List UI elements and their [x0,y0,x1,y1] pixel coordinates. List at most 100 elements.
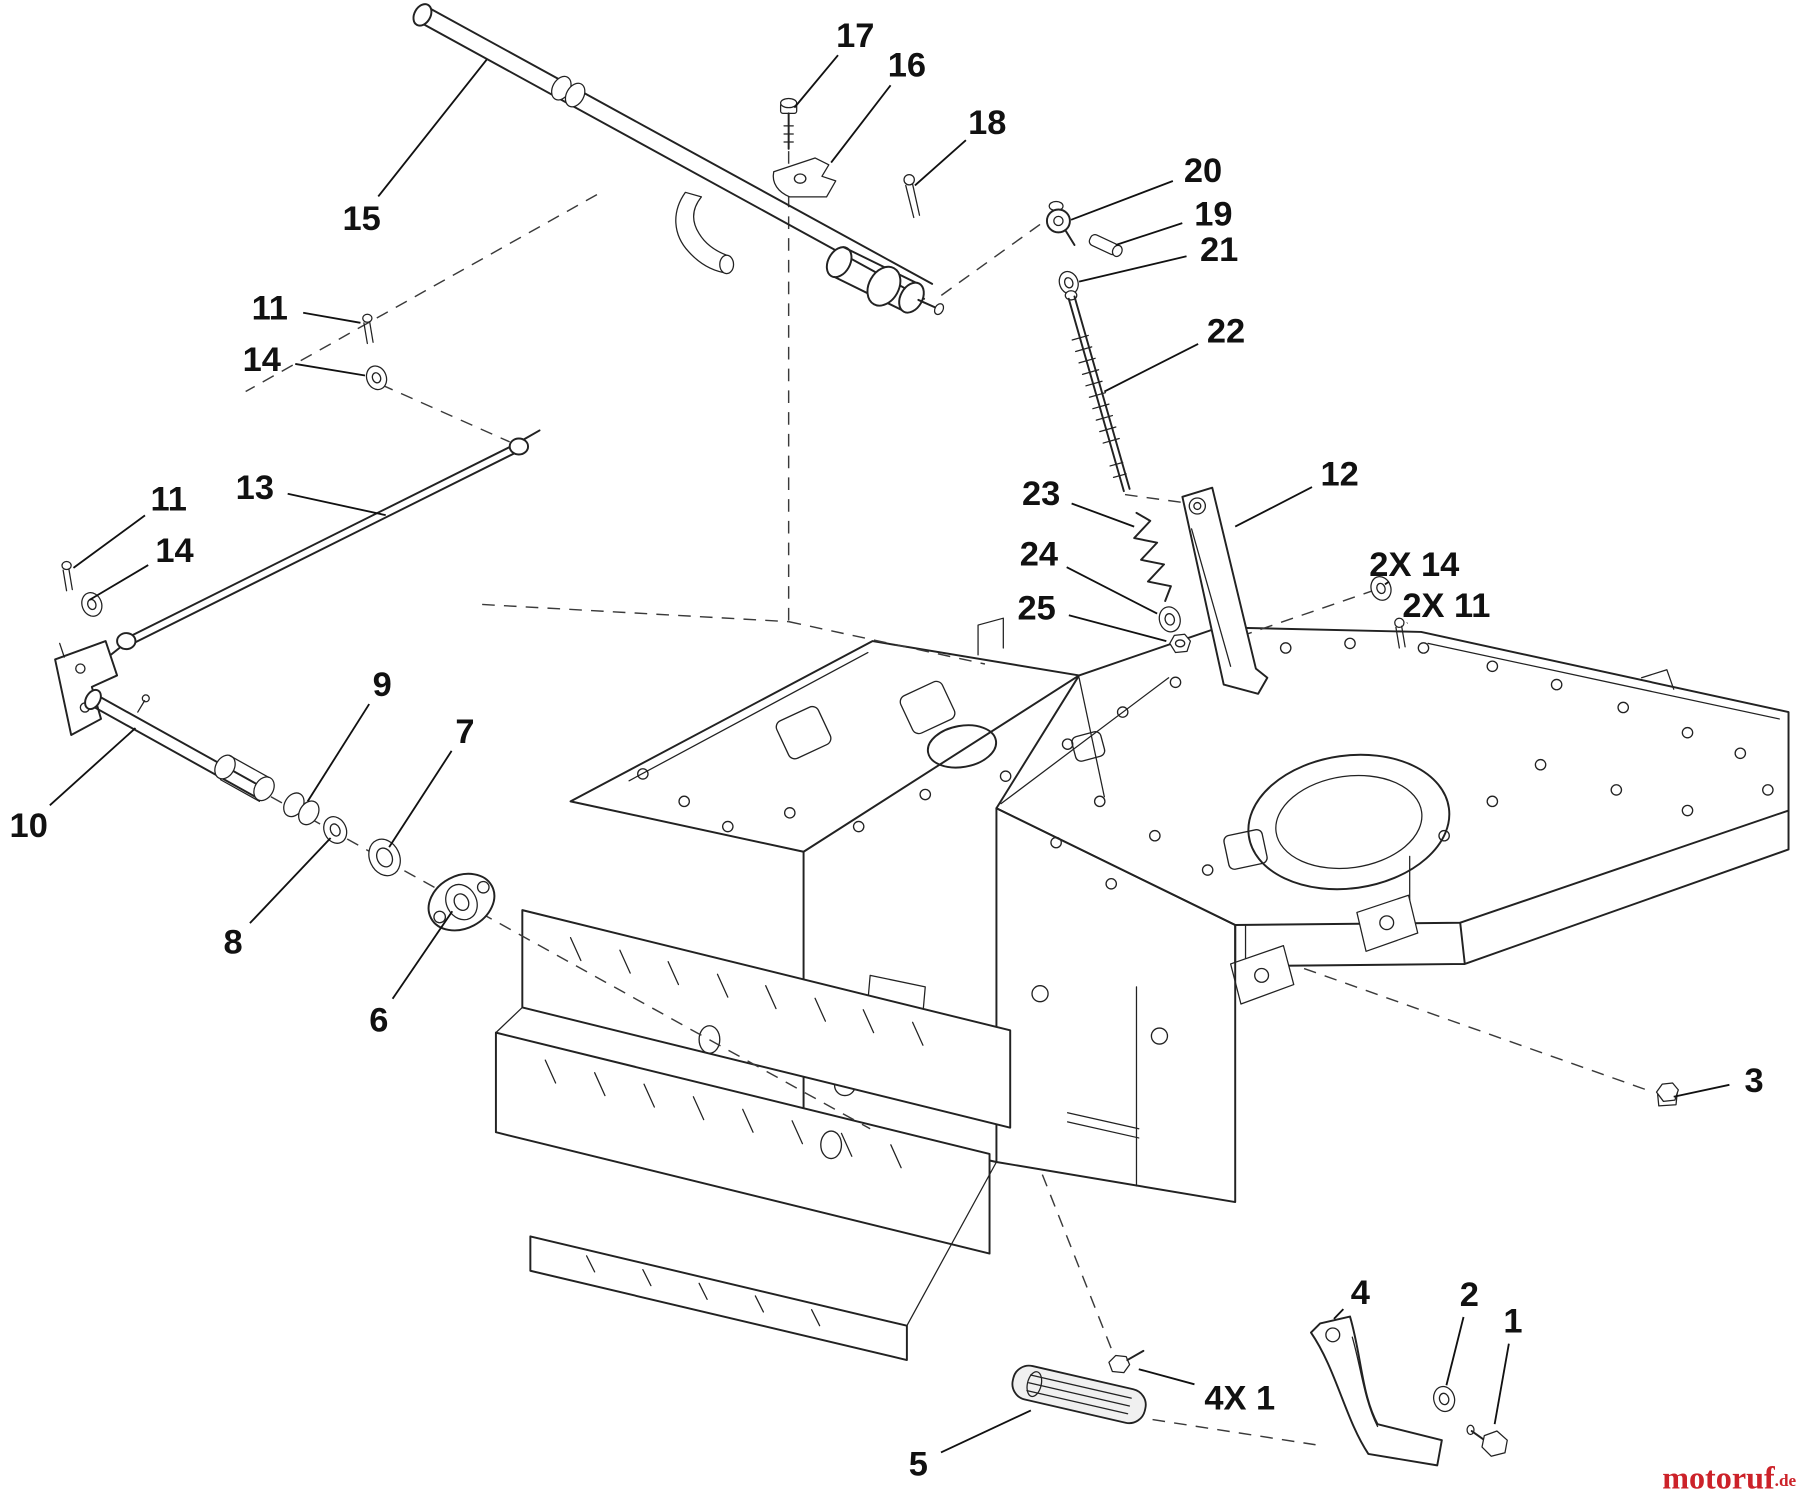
part-number-label: 19 [1194,196,1232,234]
pin-11-top [362,313,374,345]
callout-11-8: 11 [252,289,361,327]
leader-line [1078,255,1187,283]
leader-line [830,84,892,164]
pad-5 [1011,1364,1147,1425]
collar-9 [283,792,320,826]
washer-14-left [81,592,103,617]
part-number-label: 24 [1020,536,1058,574]
part-number-label: 2 [1460,1276,1479,1314]
washer-7 [368,838,401,877]
leader-line [1333,1308,1345,1320]
spring-rod-22 [1064,290,1131,493]
callout-21-6: 21 [1078,231,1238,283]
pivot-bracket [54,640,119,736]
callout-7-20: 7 [388,713,474,848]
bolt-3 [1655,1082,1679,1107]
callout-8-22: 8 [223,837,332,962]
leader-line [1673,1083,1730,1098]
callout-12-13: 12 [1234,455,1359,528]
cotter-pin-18 [903,173,921,219]
part-number-label: 2X 11 [1402,587,1490,625]
callout-16-2: 16 [830,47,926,164]
bolt-17 [779,97,798,150]
pin-11-left [61,560,73,592]
part-number-label: 4X 1 [1204,1379,1275,1417]
leader-line [72,514,146,569]
baffle-hatch-a [569,936,924,1046]
lift-arm-12 [1181,486,1269,695]
leader-line [1384,580,1390,586]
callout-2x-14-17: 2X 14 [1369,546,1459,586]
pin-19 [1088,234,1123,258]
part-number-label: 18 [968,104,1006,142]
mower-deck [494,617,1790,1362]
part-number-label: 11 [151,481,187,519]
callout-6-23: 6 [369,910,454,1040]
leader-line [391,910,454,1000]
leader-line [377,58,488,198]
pin-2x11 [1394,617,1406,649]
part-number-label: 22 [1207,312,1245,350]
callout-5-29: 5 [909,1409,1032,1484]
leader-line [940,1409,1032,1454]
callout-11-10: 11 [72,481,187,569]
leader-line [1493,1343,1510,1425]
part-number-label: 14 [243,341,281,379]
leader-line [793,54,839,109]
part-number-label: 9 [373,666,392,704]
leader-line [1115,222,1183,246]
part-number-label: 17 [836,17,874,55]
part-number-label: 20 [1184,152,1222,190]
watermark-suffix: .de [1775,1471,1797,1490]
callout-19-5: 19 [1115,196,1233,246]
leader-line [303,311,361,324]
callout-1-27: 1 [1493,1303,1523,1425]
washer-14-top [365,365,388,391]
rail-hatch [585,1255,821,1327]
leader-line [1066,566,1158,615]
callout-2-26: 2 [1445,1276,1479,1386]
part-number-label: 4 [1351,1274,1370,1312]
callout-18-3: 18 [914,104,1006,187]
washer-2 [1433,1385,1456,1413]
callout-14-11: 14 [89,532,194,601]
part-number-label: 8 [223,924,242,962]
spring-23 [1133,511,1172,603]
part-number-label: 13 [236,469,274,507]
part-number-label: 12 [1321,455,1359,493]
callout-4x-1-28: 4X 1 [1138,1368,1275,1417]
callout-13-12: 13 [236,469,386,517]
link-rod-13 [106,429,541,659]
leader-line [287,492,386,517]
part-number-label: 1 [1503,1303,1522,1341]
mount-clip-16 [772,157,837,198]
part-number-label: 7 [455,713,474,751]
callout-10-21: 10 [10,727,137,845]
part-number-label: 15 [342,200,380,238]
bracket-4 [1309,1315,1443,1467]
part-number-label: 5 [909,1446,928,1484]
callout-3-24: 3 [1673,1062,1764,1100]
callout-14-9: 14 [243,341,366,379]
leader-line [1103,343,1199,393]
leader-line [1071,502,1135,528]
part-number-label: 6 [369,1002,388,1040]
leader-line [1138,1368,1195,1386]
baffle-hatch-b [544,1059,902,1169]
callout-4-25: 4 [1333,1274,1370,1320]
leader-line [1234,486,1313,528]
leader-line [306,703,370,802]
leader-line [914,139,967,187]
leader-line [1445,1316,1465,1386]
dashed-guides [245,151,1654,1446]
part-number-label: 23 [1022,475,1060,513]
callout-25-16: 25 [1017,589,1167,642]
callout-9-19: 9 [306,666,392,802]
part-number-label: 21 [1200,231,1238,269]
leader-line [1070,180,1174,221]
leader-line [1068,614,1167,642]
bolt-4x1 [1108,1349,1145,1374]
part-number-label: 11 [252,289,288,327]
